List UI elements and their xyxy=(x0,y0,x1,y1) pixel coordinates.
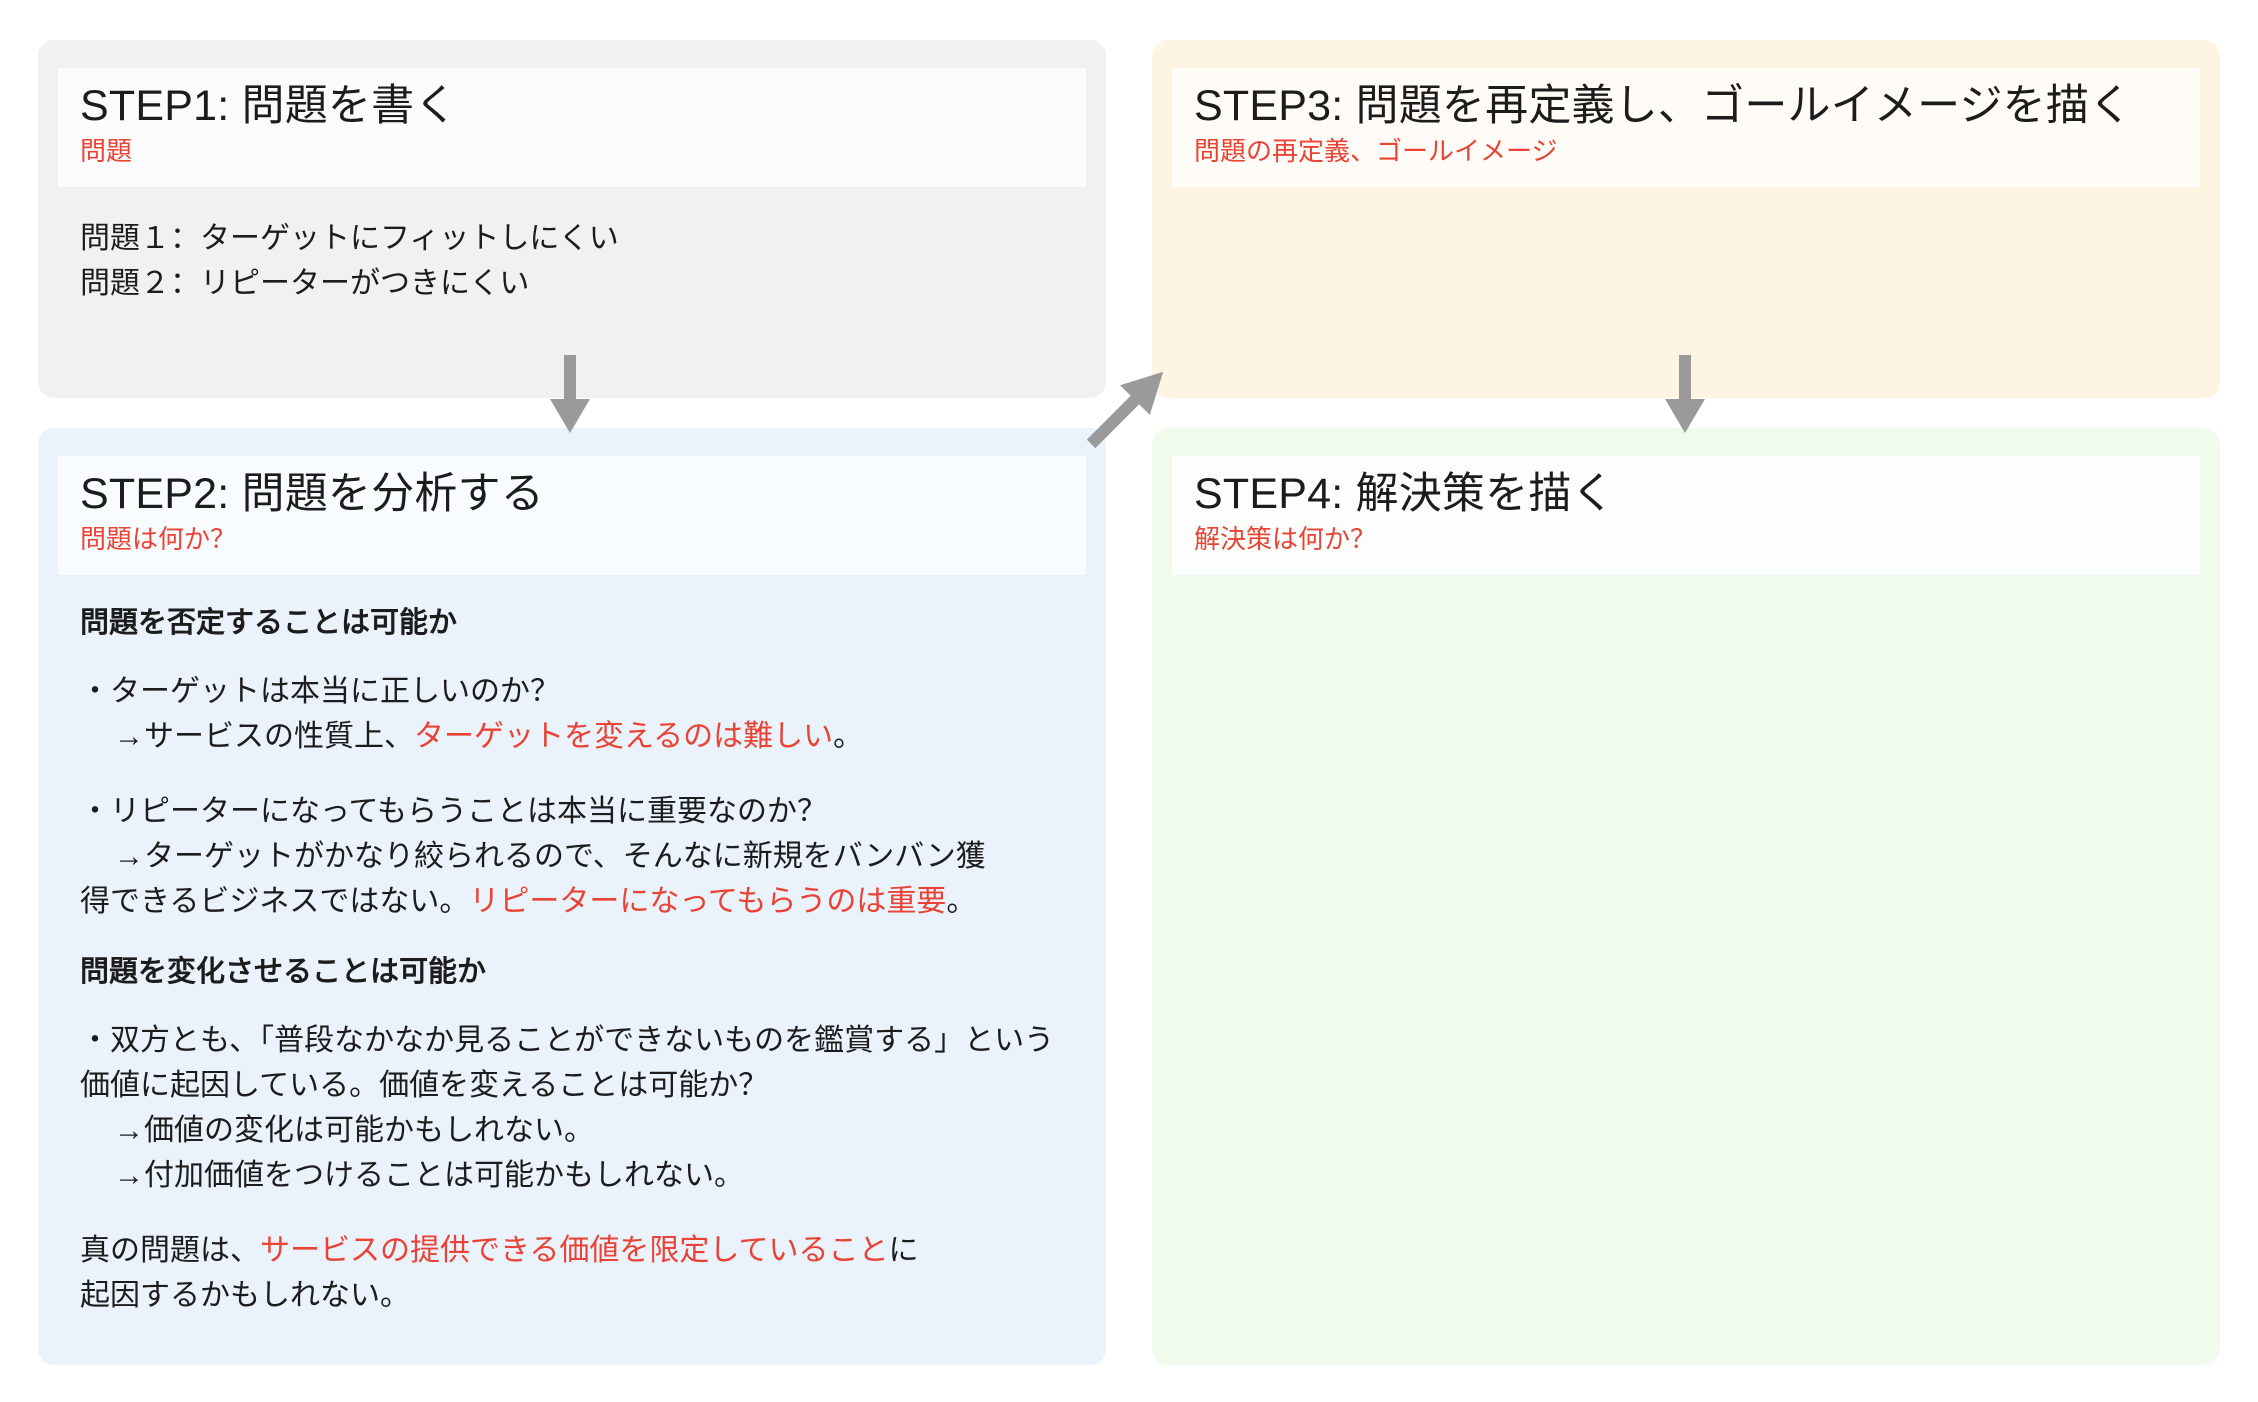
card-step3-subtitle: 問題の再定義、ゴールイメージ xyxy=(1194,136,1558,167)
bullet-1-line-2-tail: 。 xyxy=(833,719,864,753)
card-step2-bullet-1: ・ターゲットは本当に正しいのか？ →サービスの性質上、ターゲットを変えるのは難し… xyxy=(80,669,1064,759)
bullet-1-line-2-highlight: ターゲットを変えるのは難しい xyxy=(414,719,834,753)
card-step4-header: STEP4: 解決策を描く 解決策は何か？ xyxy=(1172,456,2200,576)
conclusion-line-2: 起因するかもしれない。 xyxy=(80,1278,410,1312)
card-step1-subtitle: 問題 xyxy=(80,136,133,167)
bullet-2-line-3-highlight: リピーターになってもらうのは重要 xyxy=(469,884,947,918)
bullet-2-line-2: →ターゲットがかなり絞られるので、そんなに新規をバンバン獲 xyxy=(114,839,986,873)
card-step1-header: STEP1: 問題を書く 問題 xyxy=(58,68,1086,188)
conclusion-plain-1: 真の問題は、 xyxy=(80,1233,260,1267)
card-step1-line-1: 問題１：ターゲットにフィットしにくい xyxy=(80,222,619,256)
card-step4: STEP4: 解決策を描く 解決策は何か？ xyxy=(1152,428,2220,1365)
card-step3-title: STEP3: 問題を再定義し、ゴールイメージを描く xyxy=(1194,82,2133,130)
card-step2: STEP2: 問題を分析する 問題は何か？ 問題を否定することは可能か ・ターゲ… xyxy=(38,428,1106,1365)
bullet-2-line-3-tail: 。 xyxy=(946,884,977,918)
bullet-3-line-2: という価値に起因している。価値を変えることは可能か？ xyxy=(80,1023,1055,1102)
card-step1-title: STEP1: 問題を書く xyxy=(80,82,458,130)
conclusion-highlight: サービスの提供できる価値を限定していること xyxy=(260,1233,889,1267)
bullet-1-line-2-plain: →サービスの性質上、 xyxy=(114,719,414,753)
card-step4-subtitle: 解決策は何か？ xyxy=(1194,524,1377,555)
card-step4-body xyxy=(1172,575,2200,605)
card-step1-body: 問題１：ターゲットにフィットしにくい 問題２：リピーターがつきにくい xyxy=(58,187,1086,306)
arrow-up-right-icon-step2-to-step3 xyxy=(1086,371,1164,449)
bullet-3-line-3: →価値の変化は可能かもしれない。 xyxy=(114,1113,594,1147)
card-step2-conclusion: 真の問題は、サービスの提供できる価値を限定していることに起因するかもしれない。 xyxy=(80,1228,1064,1318)
card-step2-header: STEP2: 問題を分析する 問題は何か？ xyxy=(58,456,1086,576)
card-step2-heading-1: 問題を否定することは可能か xyxy=(80,607,458,640)
card-step2-title: STEP2: 問題を分析する xyxy=(80,470,544,518)
card-step3-header: STEP3: 問題を再定義し、ゴールイメージを描く 問題の再定義、ゴールイメージ xyxy=(1172,68,2200,188)
bullet-2-line-1: ・リピーターになってもらうことは本当に重要なのか？ xyxy=(80,794,827,828)
card-step4-title: STEP4: 解決策を描く xyxy=(1194,470,1615,518)
card-step2-subtitle: 問題は何か？ xyxy=(80,524,237,555)
bullet-2-line-3-plain: 得できるビジネスではない。 xyxy=(80,884,470,918)
card-step1-line-2: 問題２：リピーターがつきにくい xyxy=(80,266,530,300)
card-step3: STEP3: 問題を再定義し、ゴールイメージを描く 問題の再定義、ゴールイメージ xyxy=(1152,40,2220,398)
bullet-3-line-1: ・双方とも、「普段なかなか見ることができないものを鑑賞する」 xyxy=(80,1023,965,1057)
card-step1: STEP1: 問題を書く 問題 問題１：ターゲットにフィットしにくい 問題２：リ… xyxy=(38,40,1106,398)
bullet-1-line-1: ・ターゲットは本当に正しいのか？ xyxy=(80,674,560,708)
bullet-1-line-2: →サービスの性質上、ターゲットを変えるのは難しい。 xyxy=(80,714,1064,759)
card-step3-body xyxy=(1172,187,2200,217)
card-step2-heading-2: 問題を変化させることは可能か xyxy=(80,955,487,988)
card-step2-bullet-3: ・双方とも、「普段なかなか見ることができないものを鑑賞する」という価値に起因して… xyxy=(80,1018,1064,1198)
arrow-down-icon-step1-to-step2 xyxy=(550,355,590,433)
bullet-3-line-4: →付加価値をつけることは可能かもしれない。 xyxy=(114,1158,744,1192)
card-step2-body: 問題を否定することは可能か ・ターゲットは本当に正しいのか？ →サービスの性質上… xyxy=(58,575,1086,1317)
arrow-down-icon-step3-to-step4 xyxy=(1665,355,1705,433)
conclusion-plain-2: に xyxy=(888,1233,919,1267)
card-step2-bullet-2: ・リピーターになってもらうことは本当に重要なのか？ →ターゲットがかなり絞られる… xyxy=(80,789,1064,924)
